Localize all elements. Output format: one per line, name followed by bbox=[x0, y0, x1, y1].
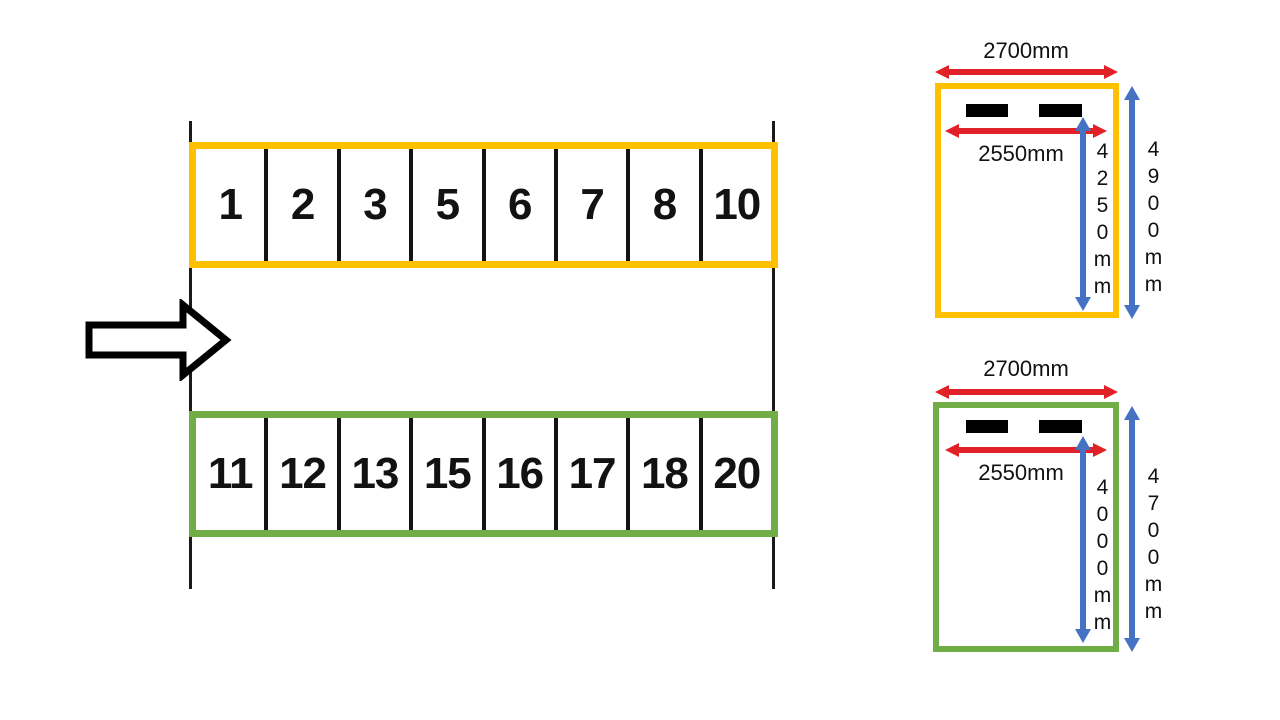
space-cell-7: 7 bbox=[558, 149, 631, 261]
space-cell-3: 3 bbox=[341, 149, 414, 261]
space-cell-17: 17 bbox=[558, 418, 631, 530]
spec-bottom-inner-depth-label: 4000mm bbox=[1091, 476, 1114, 638]
spec-top-inner-depth-label: 4250mm bbox=[1091, 140, 1114, 302]
space-cell-6: 6 bbox=[486, 149, 558, 261]
space-cell-11: 11 bbox=[196, 418, 269, 530]
spec-top-outer-depth-label: 4900mm bbox=[1142, 138, 1165, 300]
spec-bottom-outer-depth-arrow-icon bbox=[1124, 406, 1140, 652]
space-cell-1: 1 bbox=[196, 149, 269, 261]
space-cell-18: 18 bbox=[630, 418, 703, 530]
spec-top-inner-width-arrow-icon bbox=[945, 124, 1107, 138]
spec-top-outer-width-label: 2700mm bbox=[983, 38, 1069, 63]
spec-top-outer-depth-arrow-icon bbox=[1124, 86, 1140, 319]
spec-bottom-outer-width-arrow-icon bbox=[935, 385, 1118, 399]
spec-bottom-wheel-stopper-left bbox=[966, 420, 1008, 433]
spec-top-outer-width-arrow-icon bbox=[935, 65, 1118, 79]
spec-bottom-inner-width-arrow-icon bbox=[945, 443, 1107, 457]
spec-bottom-outer-width-label: 2700mm bbox=[983, 356, 1069, 381]
spec-bottom-inner-depth-arrow-icon bbox=[1075, 436, 1091, 643]
lot-boundary-line-right bbox=[772, 121, 775, 589]
spec-bottom-space-outline bbox=[933, 402, 1119, 652]
spec-top-space-outline bbox=[935, 83, 1119, 318]
space-cell-2: 2 bbox=[268, 149, 341, 261]
space-cell-16: 16 bbox=[486, 418, 558, 530]
spec-bottom-outer-depth-label: 4700mm bbox=[1142, 465, 1165, 627]
spec-top-wheel-stopper-left bbox=[966, 104, 1008, 117]
space-cell-12: 12 bbox=[268, 418, 341, 530]
space-cell-20: 20 bbox=[713, 449, 761, 498]
space-cell-10: 10 bbox=[713, 180, 761, 229]
parking-row-top: 1 2 3 5 6 7 8 10 bbox=[189, 142, 778, 268]
parking-row-bottom: 11 12 13 15 16 17 18 20 bbox=[189, 411, 778, 537]
space-cell-8: 8 bbox=[630, 149, 703, 261]
spec-bottom-wheel-stopper-right bbox=[1039, 420, 1082, 433]
spec-top-wheel-stopper-right bbox=[1039, 104, 1082, 117]
space-cell-5: 5 bbox=[413, 149, 486, 261]
entrance-direction-arrow-icon bbox=[85, 299, 232, 381]
space-cell-15: 15 bbox=[413, 418, 486, 530]
space-cell-13: 13 bbox=[341, 418, 414, 530]
spec-top-inner-depth-arrow-icon bbox=[1075, 117, 1091, 311]
spec-bottom-inner-width-label: 2550mm bbox=[978, 460, 1064, 485]
spec-top-inner-width-label: 2550mm bbox=[978, 141, 1064, 166]
